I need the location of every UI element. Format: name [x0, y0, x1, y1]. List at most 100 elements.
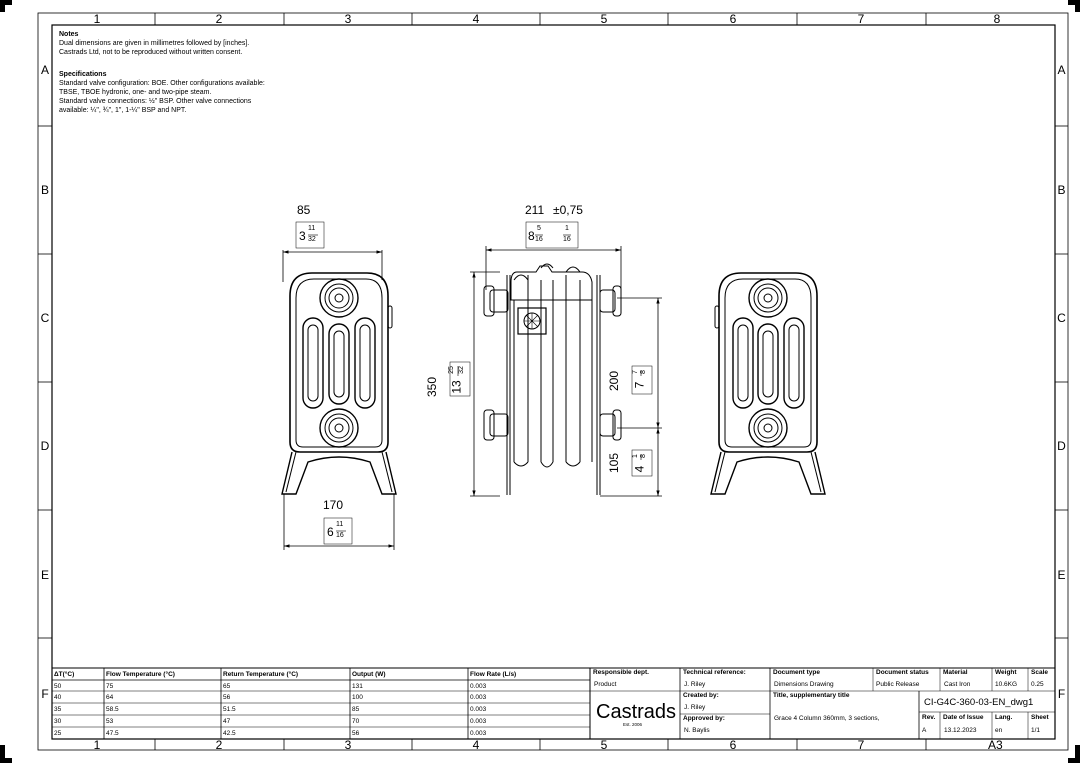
flow-table-cell: 30	[54, 718, 62, 725]
flow-table-cell: 40	[54, 694, 62, 701]
title-value: Grace 4 Column 360mm, 3 sections,	[774, 715, 880, 722]
zone-col-3-top: 3	[344, 12, 352, 26]
feet-inch-num: 11	[336, 521, 344, 528]
flow-table-cell: 42.5	[223, 730, 236, 737]
notes-line: Castrads Ltd, not to be reproduced witho…	[59, 49, 243, 56]
revision-value: A	[922, 727, 927, 734]
flow-table-cell: 51.5	[223, 706, 236, 713]
spec-line: TBSE, TBOE hydronic, one- and two-pipe s…	[59, 89, 212, 96]
zone-col-5-top: 5	[600, 12, 608, 26]
flow-table-cell: 65	[223, 683, 231, 690]
length-inch-den: 16	[535, 236, 543, 243]
zone-row-a-left: A	[40, 63, 49, 77]
technical-reference-label: Technical reference:	[683, 669, 746, 676]
depth-inch-whole: 3	[299, 229, 306, 243]
notes-line: Dual dimensions are given in millimetres…	[59, 40, 250, 47]
side-view-right	[710, 272, 826, 495]
flow-table-cell: 75	[106, 683, 114, 690]
length-dimension-mm: 211	[525, 203, 545, 217]
material-label: Material	[943, 669, 968, 676]
sheet-label: Sheet	[1031, 714, 1049, 721]
flow-table-cell: 35	[54, 706, 62, 713]
document-status-label: Document status	[876, 669, 929, 676]
flow-table-cell: 47	[223, 718, 231, 725]
length-inch-whole: 8	[528, 229, 535, 243]
specifications-heading: Specifications	[59, 71, 107, 78]
flow-table-cell: 64	[106, 694, 114, 701]
flow-table-header: ΔT(°C)	[54, 671, 75, 678]
scale-value: 0.25	[1031, 681, 1044, 688]
feet-inch-whole: 6	[327, 525, 334, 539]
zone-row-c-left: C	[40, 311, 50, 325]
zone-col-8-top: 8	[993, 12, 1001, 26]
zone-col-6-top: 6	[729, 12, 737, 26]
front-view	[483, 263, 622, 495]
notes-block: Notes Dual dimensions are given in milli…	[59, 30, 319, 115]
flow-table-header: Return Temperature (°C)	[223, 671, 299, 678]
flow-table-cell: 0.003	[470, 706, 487, 713]
spec-line: Standard valve connections: ½" BSP. Othe…	[59, 98, 252, 105]
sheet-value: 1/1	[1031, 727, 1041, 734]
sheet-size: A3	[988, 738, 1003, 752]
zone-col-7-bottom: 7	[857, 738, 865, 752]
flow-table-cell: 0.003	[470, 694, 487, 701]
date-of-issue-label: Date of Issue	[943, 714, 984, 721]
responsible-dept-label: Responsible dept.	[593, 669, 649, 676]
technical-reference-value: J. Riley	[684, 681, 706, 688]
created-by-value: J. Riley	[684, 704, 706, 711]
flow-table-header: Output (W)	[352, 671, 386, 678]
scale-label: Scale	[1031, 669, 1048, 676]
responsible-dept-value: Product	[594, 681, 617, 688]
zone-col-1-bottom: 1	[93, 738, 101, 752]
flow-table-cell: 85	[352, 706, 360, 713]
weight-label: Weight	[995, 669, 1017, 676]
approved-by-label: Approved by:	[683, 715, 725, 722]
zone-row-f-left: F	[41, 687, 49, 701]
flow-table-cell: 0.003	[470, 730, 487, 737]
flow-table-cell: 0.003	[470, 683, 487, 690]
zone-col-6-bottom: 6	[729, 738, 737, 752]
material-value: Cast Iron	[944, 681, 971, 688]
zone-col-1-top: 1	[93, 12, 101, 26]
length-inch-num: 5	[537, 225, 541, 232]
language-label: Lang.	[995, 714, 1013, 721]
zone-col-4-top: 4	[472, 12, 480, 26]
feet-dimension-mm: 170	[323, 498, 344, 512]
date-of-issue-value: 13.12.2023	[944, 727, 977, 734]
zone-row-b-left: B	[40, 183, 49, 197]
language-value: en	[995, 727, 1003, 734]
flow-table-cell: 47.5	[106, 730, 119, 737]
zone-col-2-bottom: 2	[215, 738, 223, 752]
flow-table-header: Flow Rate (L/s)	[470, 671, 517, 678]
zone-row-e-left: E	[40, 568, 49, 582]
flow-table-cell: 100	[352, 694, 363, 701]
castrads-est: Est. 2006	[623, 722, 643, 727]
flow-table-cell: 56	[223, 694, 231, 701]
flow-table-cell: 56	[352, 730, 360, 737]
zone-row-e-right: E	[1057, 568, 1066, 582]
depth-dimension-mm: 85	[297, 203, 311, 217]
length-tolerance-mm: ±0,75	[553, 203, 583, 217]
zone-col-2-top: 2	[215, 12, 223, 26]
created-by-label: Created by:	[683, 692, 719, 699]
castrads-logo: Castrads	[596, 701, 677, 723]
dimension-lines	[282, 221, 662, 550]
zone-row-b-right: B	[1057, 183, 1066, 197]
zone-row-d-right: D	[1057, 439, 1066, 453]
zone-col-3-bottom: 3	[344, 738, 352, 752]
document-type-label: Document type	[773, 669, 820, 676]
spec-line: Standard valve configuration: BOE. Other…	[59, 80, 265, 87]
title-label: Title, supplementary title	[773, 692, 850, 699]
notes-heading: Notes	[59, 31, 79, 38]
spec-line: available: ¼", ¾", 1", 1-¼" BSP and NPT.	[59, 107, 187, 114]
weight-value: 10.6KG	[995, 681, 1018, 688]
approved-by-value: N. Baylis	[684, 727, 710, 734]
fraction-bars	[308, 234, 642, 532]
length-tol-inch-den: 16	[563, 236, 571, 243]
flow-table-cell: 131	[352, 683, 363, 690]
flow-table-cell: 70	[352, 718, 360, 725]
depth-inch-num: 11	[308, 225, 316, 232]
document-type-value: Dimensions Drawing	[774, 681, 834, 688]
